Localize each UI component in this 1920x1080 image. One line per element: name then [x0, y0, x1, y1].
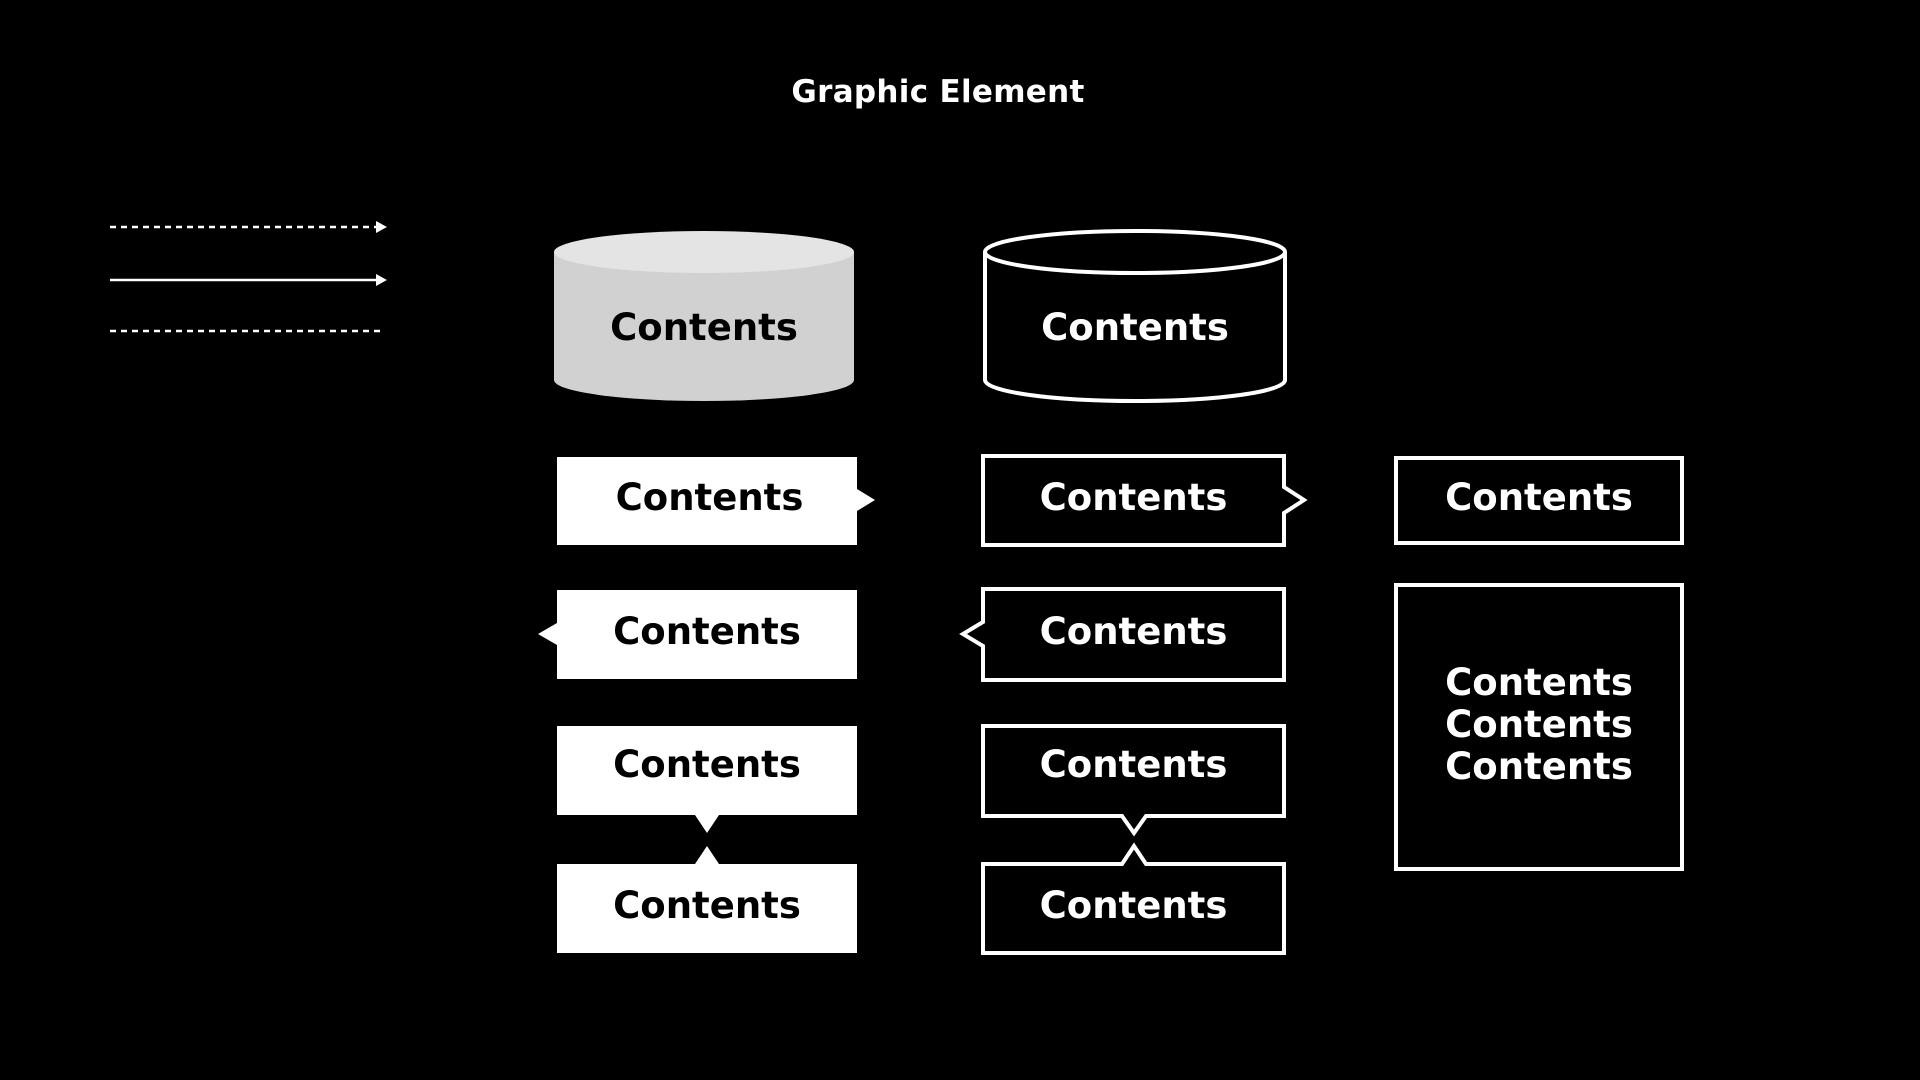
- outlined-connected-top-label: Contents: [1039, 743, 1228, 786]
- outlined-right-pointer-label: Contents: [1039, 476, 1228, 519]
- outlined-connected-bottom-label: Contents: [1039, 884, 1228, 927]
- outlined-box-multi: [1394, 583, 1684, 871]
- page-title: Graphic Element: [791, 74, 1085, 110]
- filled-connected-top-label: Contents: [613, 743, 801, 786]
- multi-line-1: Contents: [1445, 661, 1633, 704]
- filled-connected-boxes: [557, 726, 857, 953]
- filled-box-right-pointer: [557, 457, 875, 545]
- filled-connected-bottom-label: Contents: [613, 884, 801, 927]
- filled-cylinder-label: Contents: [610, 306, 798, 349]
- filled-left-pointer-label: Contents: [613, 610, 801, 653]
- outlined-connected-boxes: [981, 724, 1286, 955]
- filled-box-left-pointer: [538, 590, 857, 679]
- outlined-box-left-pointer: [959, 587, 1286, 682]
- outlined-box-right-pointer: [981, 454, 1308, 547]
- multi-line-2: Contents: [1445, 703, 1633, 746]
- filled-right-pointer-label: Contents: [615, 476, 804, 519]
- filled-cylinder: [554, 231, 854, 401]
- outlined-single-label: Contents: [1445, 476, 1633, 519]
- outlined-cylinder: [983, 229, 1287, 403]
- outlined-cylinder-label: Contents: [1041, 306, 1229, 349]
- solid-arrow-line: [110, 274, 387, 286]
- outlined-left-pointer-label: Contents: [1039, 610, 1228, 653]
- outlined-multi-label: Contents Contents Contents: [1396, 655, 1682, 795]
- dashed-arrow-line: [110, 221, 387, 233]
- multi-line-3: Contents: [1445, 745, 1633, 788]
- outlined-box-single: [1394, 456, 1684, 545]
